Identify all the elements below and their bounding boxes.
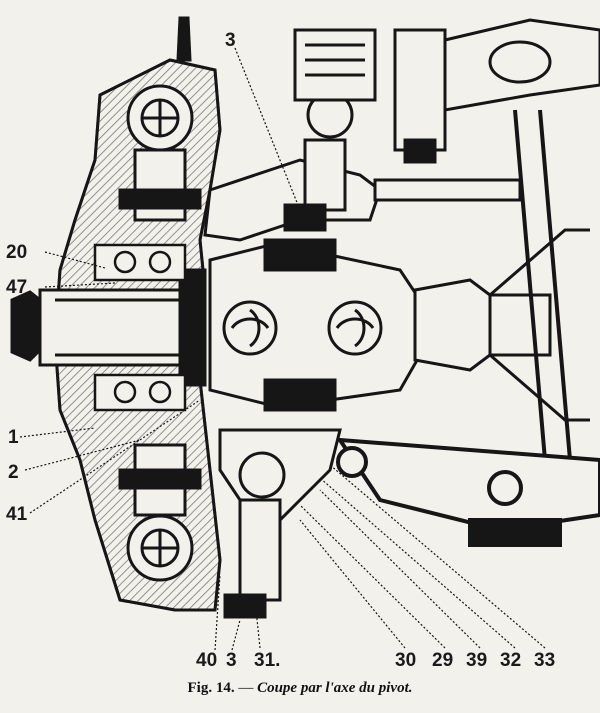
- label-33: 33: [534, 650, 555, 671]
- label-2: 2: [8, 462, 19, 483]
- label-3-bottom: 3: [226, 650, 237, 671]
- caption-text: Coupe par l'axe du pivot.: [257, 680, 413, 696]
- leader-lines: [19, 47, 546, 651]
- upper-bearing: [118, 84, 202, 222]
- caption-figure-number: Fig. 14.: [187, 680, 235, 696]
- label-40: 40: [196, 650, 217, 671]
- label-20: 20: [6, 242, 27, 263]
- label-30: 30: [395, 650, 416, 671]
- upper-arm: [203, 18, 600, 242]
- lower-bearing: [118, 443, 202, 582]
- frame-members: [336, 109, 600, 547]
- label-41: 41: [6, 504, 28, 525]
- label-1: 1: [8, 427, 19, 448]
- lower-ball-joint: [218, 428, 342, 619]
- caption-dash: —: [234, 680, 258, 696]
- label-39: 39: [466, 650, 487, 671]
- stub-axle: [10, 268, 207, 387]
- label-47: 47: [6, 277, 27, 298]
- label-31: 31.: [254, 650, 280, 671]
- label-3-top: 3: [225, 30, 236, 51]
- figure-caption: Fig. 14. — Coupe par l'axe du pivot.: [0, 680, 600, 697]
- reference-labels: 3 20 47 1 2 41 40 3 31. 30 29 39 32 33: [6, 30, 555, 671]
- label-32: 32: [500, 650, 521, 671]
- universal-joint: [208, 238, 422, 412]
- label-29: 29: [432, 650, 453, 671]
- drive-shaft: [413, 228, 590, 422]
- axle-bearings: [93, 243, 187, 412]
